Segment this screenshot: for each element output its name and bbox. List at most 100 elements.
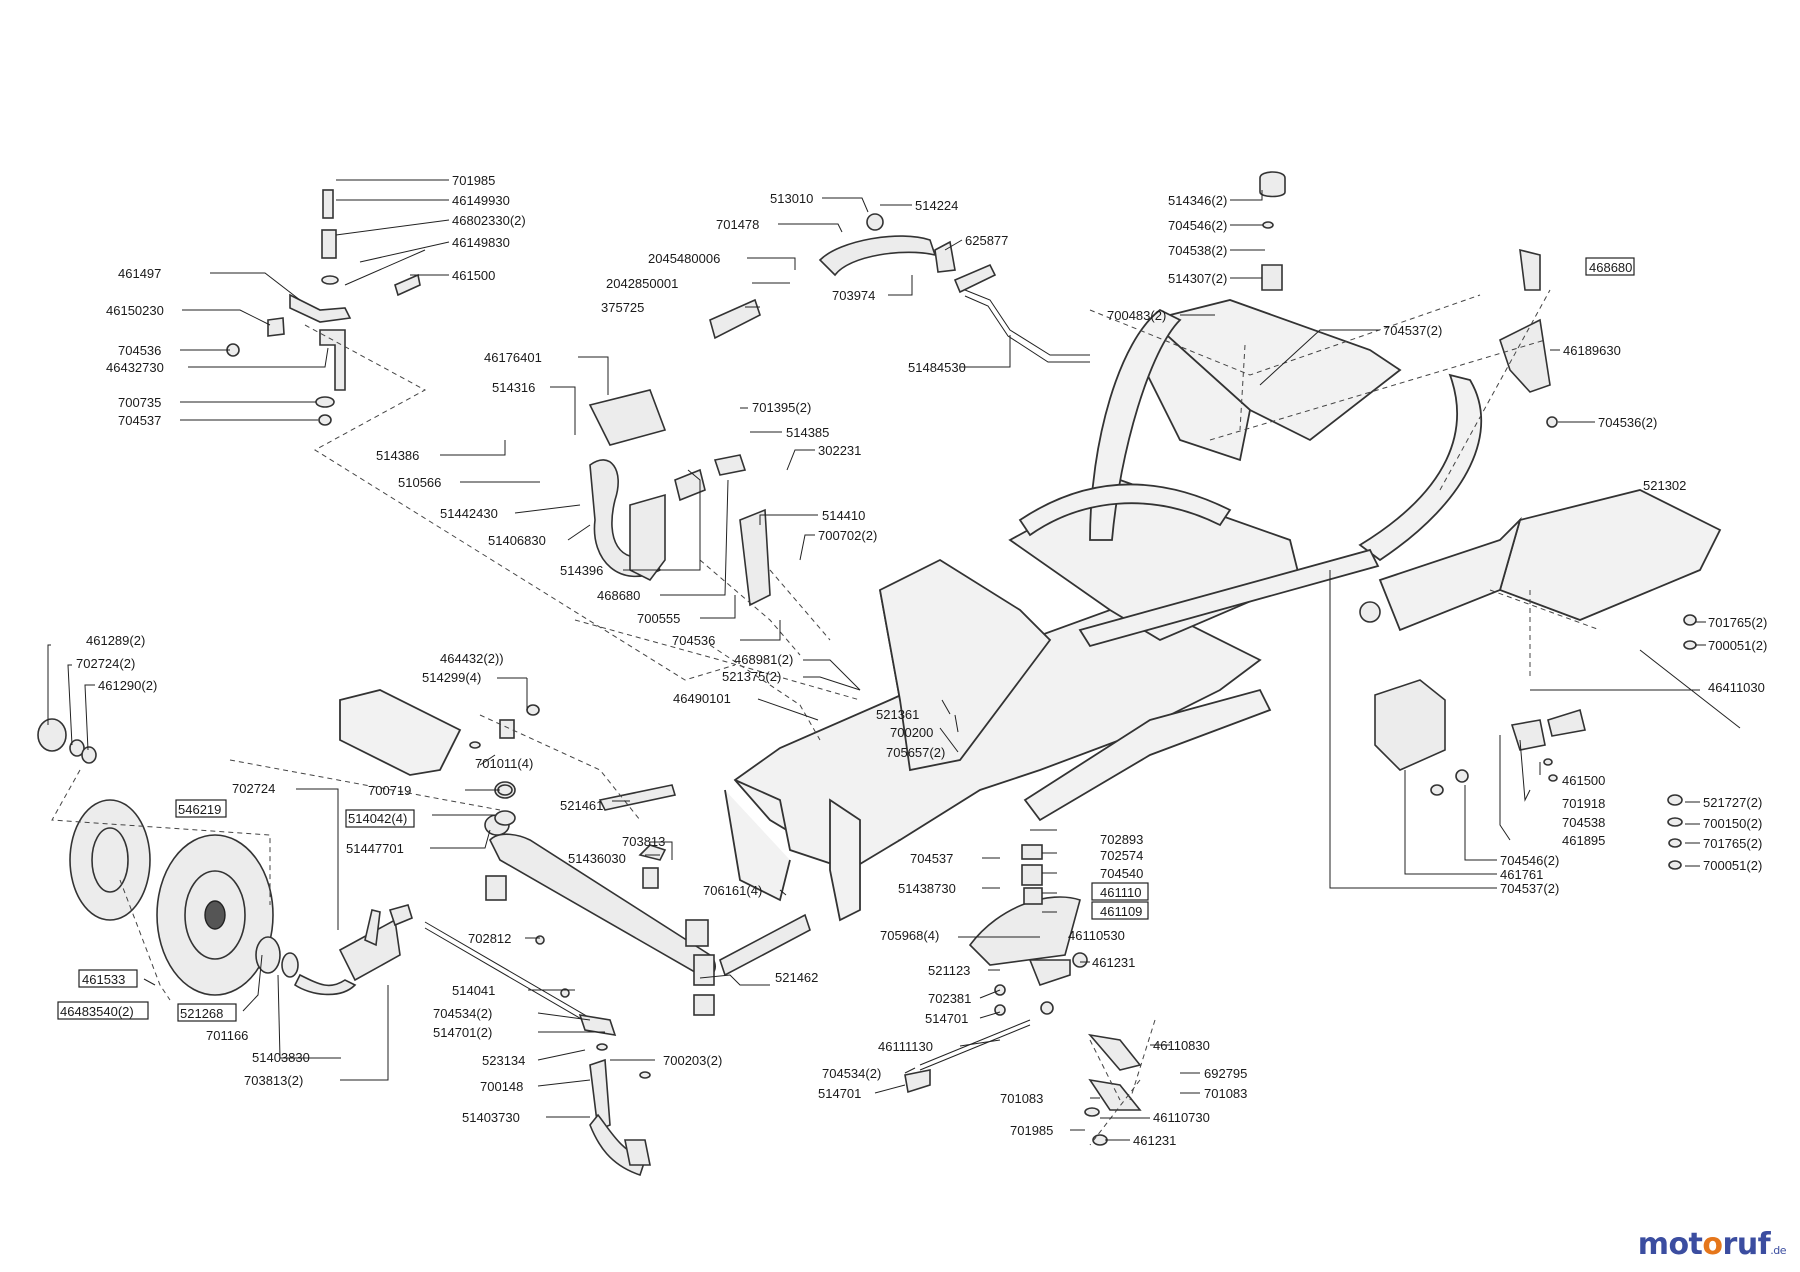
part-label: 46150230 (106, 303, 164, 318)
leader-lines (47, 179, 1706, 1141)
steering-linkage (388, 844, 667, 1177)
part-label: 704536(2) (1598, 415, 1657, 430)
part-label: 514385 (786, 425, 829, 440)
part-label: 461231 (1092, 955, 1135, 970)
part-label: 704538 (1562, 815, 1605, 830)
part-label: 521361 (876, 707, 919, 722)
part-label: 46189630 (1563, 343, 1621, 358)
floor-plate (1378, 489, 1741, 729)
boxed-label-frames (57, 257, 1635, 1022)
part-label: 514316 (492, 380, 535, 395)
part-label: 701011(4) (475, 756, 533, 771)
part-label: 704537 (910, 851, 953, 866)
part-label: 46490101 (673, 691, 731, 706)
part-label: 521268 (180, 1006, 223, 1021)
assembly-guide-lines (51, 289, 1601, 1146)
part-label: 704536 (672, 633, 715, 648)
part-label: 701478 (716, 217, 759, 232)
part-label: 514346(2) (1168, 193, 1227, 208)
part-label: 468981(2) (734, 652, 793, 667)
part-label: 704546(2) (1500, 853, 1559, 868)
part-label: 704537 (118, 413, 161, 428)
part-label: 521123 (928, 963, 970, 978)
part-label: 700555 (637, 611, 680, 626)
part-label: 461231 (1133, 1133, 1176, 1148)
part-label: 51403830 (252, 1050, 310, 1065)
part-label: 700483(2) (1107, 308, 1166, 323)
part-label: 51438730 (898, 881, 956, 896)
part-label: 46149830 (452, 235, 510, 250)
steering-sector (904, 844, 1142, 1146)
front-wheel-assembly (37, 718, 401, 996)
part-label: 461109 (1100, 904, 1142, 919)
part-label: 514701 (925, 1011, 968, 1026)
part-label: 521375(2) (722, 669, 781, 684)
part-label: 705968(4) (880, 928, 939, 943)
right-bracket-group (1374, 614, 1697, 870)
part-label: 461895 (1562, 833, 1605, 848)
part-label: 513010 (770, 191, 813, 206)
part-label: 704538(2) (1168, 243, 1227, 258)
part-label: 468680 (597, 588, 640, 603)
part-label: 46110530 (1068, 928, 1125, 943)
part-label: 706161(4) (703, 883, 762, 898)
part-label: 546219 (178, 802, 221, 817)
part-label: 461497 (118, 266, 161, 281)
chassis-frame (724, 299, 1483, 922)
part-label: 704534(2) (433, 1006, 492, 1021)
part-label: 46111130 (878, 1039, 933, 1054)
part-label: 700702(2) (818, 528, 877, 543)
part-label: 468680 (1589, 260, 1632, 275)
part-label: 702812 (468, 931, 511, 946)
part-label: 700203(2) (663, 1053, 722, 1068)
part-label: 521461 (560, 798, 603, 813)
part-label: 523134 (482, 1053, 525, 1068)
part-label: 705657(2) (886, 745, 945, 760)
part-label: 514410 (822, 508, 865, 523)
part-label: 702724 (232, 781, 275, 796)
part-label: 461500 (1562, 773, 1605, 788)
part-label: 692795 (1204, 1066, 1247, 1081)
part-label: 702724(2) (76, 656, 135, 671)
pedal-bracket (588, 389, 771, 607)
part-label: 514041 (452, 983, 495, 998)
front-axle (484, 781, 811, 1016)
part-label: 625877 (965, 233, 1008, 248)
part-number-labels: 701985 46149930 46802330(2) 46149830 461… (60, 173, 1767, 1148)
part-label: 461110 (1100, 885, 1141, 900)
part-label: 704546(2) (1168, 218, 1227, 233)
part-label: 704537(2) (1383, 323, 1442, 338)
seat-hardware (1259, 171, 1558, 428)
part-label: 46110730 (1153, 1110, 1210, 1125)
part-label: 704537(2) (1500, 881, 1559, 896)
part-label: 514701(2) (433, 1025, 492, 1040)
part-label: 702381 (928, 991, 971, 1006)
foot-rest (339, 689, 540, 776)
part-label: 46802330(2) (452, 213, 526, 228)
part-label: 514701 (818, 1086, 861, 1101)
part-label: 700735 (118, 395, 161, 410)
part-label: 701985 (1010, 1123, 1053, 1138)
part-label: 464432(2)) (440, 651, 504, 666)
part-label: 521462 (775, 970, 818, 985)
part-label: 700148 (480, 1079, 523, 1094)
part-label: 701083 (1204, 1086, 1247, 1101)
pedal-hardware (226, 189, 426, 426)
part-label: 701083 (1000, 1091, 1043, 1106)
part-label: 51436030 (568, 851, 626, 866)
part-label: 46483540(2) (60, 1004, 134, 1019)
part-label: 702574 (1100, 848, 1143, 863)
part-label: 700719 (368, 783, 411, 798)
part-label: 703813 (622, 834, 665, 849)
part-label: 701985 (452, 173, 495, 188)
part-label: 701918 (1562, 796, 1605, 811)
watermark-logo: motoruf.de (1637, 1227, 1787, 1262)
part-label: 51403730 (462, 1110, 520, 1125)
part-label: 302231 (818, 443, 861, 458)
part-label: 46432730 (106, 360, 164, 375)
part-label: 461533 (82, 972, 125, 987)
part-label: 700150(2) (1703, 816, 1762, 831)
part-label: 375725 (601, 300, 644, 315)
part-label: 514386 (376, 448, 419, 463)
part-label: 704536 (118, 343, 161, 358)
